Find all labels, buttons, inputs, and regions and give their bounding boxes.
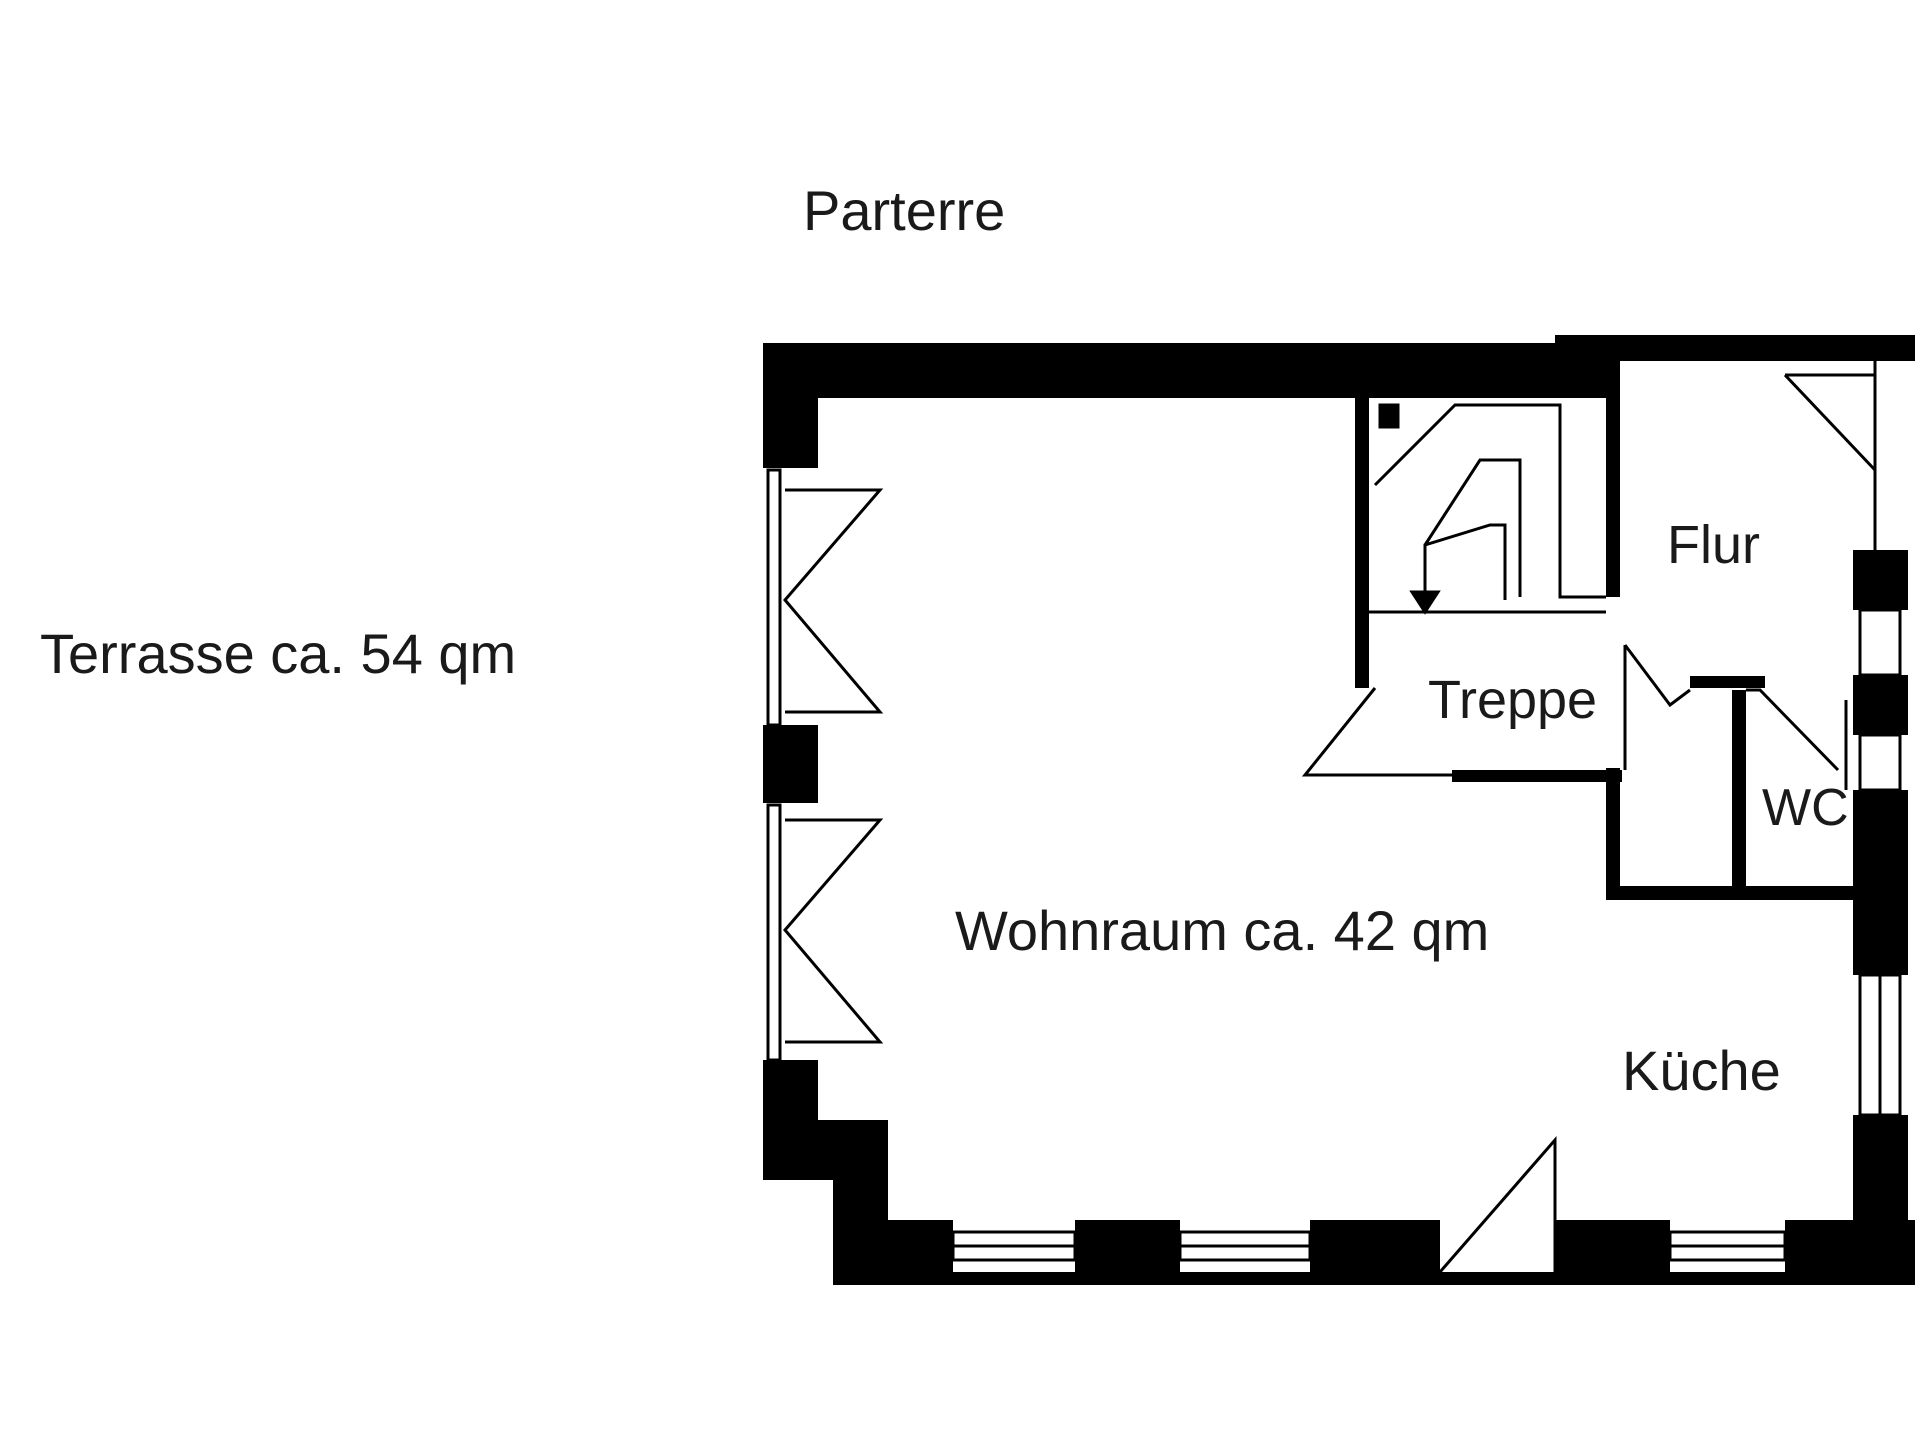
room-label-kitchen: Küche (1622, 1039, 1781, 1102)
terrace-door-upper-swing (783, 488, 884, 714)
right-windows (1858, 608, 1902, 1117)
terrace-door-lower-frame (766, 803, 782, 1062)
kitchen-wc-door (1746, 688, 1840, 772)
window-right-2 (1858, 733, 1902, 792)
door-bottom-swing (1438, 1135, 1557, 1273)
wall-top (763, 343, 1620, 398)
terrace-doors (766, 468, 884, 1062)
stairs-arrow (1409, 590, 1441, 615)
stairs-entry (1301, 687, 1452, 777)
bottom-windows (951, 1135, 1787, 1273)
walls (763, 335, 1915, 1285)
floor-title: Parterre (803, 179, 1005, 242)
terrace-door-lower-swing (783, 818, 884, 1044)
hall-doors (1623, 360, 1877, 790)
stairs-path (1423, 523, 1507, 600)
wall-hall-left (1606, 355, 1620, 597)
stairs-outer (1373, 403, 1606, 599)
wall-bottom-line (833, 1272, 1915, 1285)
room-label-living: Wohnraum ca. 42 qm (955, 899, 1489, 962)
wall-right-3 (1853, 790, 1908, 975)
wall-right-2 (1853, 675, 1908, 735)
wall-left-middle (763, 725, 818, 803)
wall-stair-left (1355, 398, 1369, 688)
room-label-wc: WC (1762, 779, 1849, 837)
room-label-hall: Flur (1667, 515, 1760, 575)
wall-right-4 (1853, 1115, 1908, 1285)
wall-wc-divider (1732, 690, 1746, 890)
room-label-stairs: Treppe (1428, 670, 1597, 730)
hall-entry-door (1783, 373, 1877, 474)
stairs-inner (1423, 458, 1522, 597)
wall-right-1 (1853, 550, 1908, 610)
stairs-post (1378, 403, 1400, 429)
wall-left-upper (763, 343, 818, 468)
window-right-1 (1858, 608, 1902, 677)
terrace-label: Terrasse ca. 54 qm (40, 622, 516, 685)
wall-wc-left (1606, 768, 1620, 900)
wc-door (1623, 644, 1691, 708)
wall-wc-bottom (1606, 886, 1856, 900)
wall-wc-top (1690, 676, 1765, 688)
stairs (1301, 403, 1606, 777)
wall-stair-bottom (1452, 770, 1622, 782)
terrace-door-upper-frame (766, 468, 782, 727)
